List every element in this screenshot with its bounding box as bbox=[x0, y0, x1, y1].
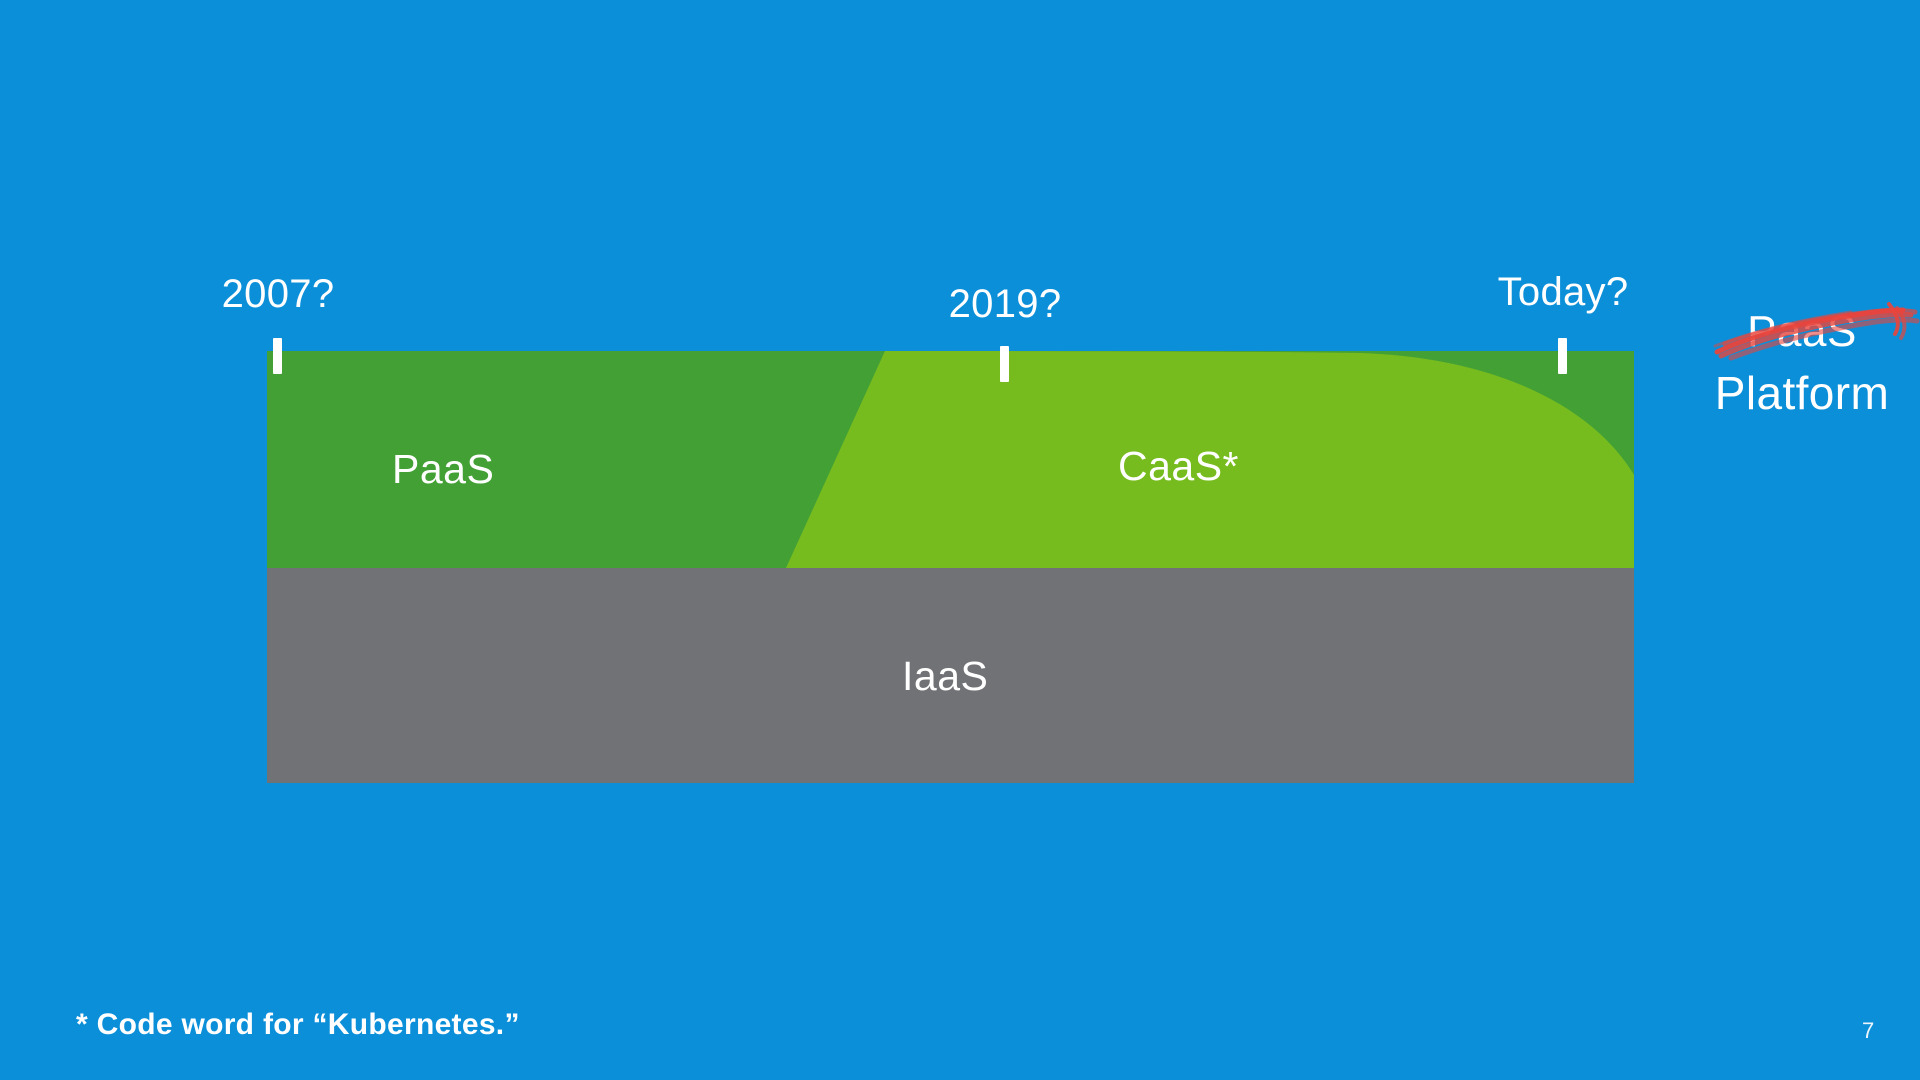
chart-band-caas bbox=[786, 351, 1634, 568]
struck-word-wrapper: PaaS bbox=[1713, 302, 1920, 361]
annotation-struck-word: PaaS bbox=[1747, 307, 1857, 356]
stacked-area-chart bbox=[267, 351, 1634, 783]
annotation-replacement-word: Platform bbox=[1714, 367, 1890, 419]
tick-mark-icon-2007 bbox=[273, 338, 282, 374]
chart-band-iaas bbox=[267, 568, 1634, 783]
timeline-label-today: Today? bbox=[1497, 270, 1629, 314]
tick-mark-icon-2019 bbox=[1000, 346, 1009, 382]
footnote-text: * Code word for “Kubernetes.” bbox=[76, 1008, 520, 1041]
chart-svg bbox=[267, 351, 1634, 783]
timeline-label-2007: 2007? bbox=[221, 272, 335, 316]
timeline-label-2019: 2019? bbox=[948, 282, 1062, 326]
annotation-group: PaaS Platform bbox=[1672, 302, 1920, 420]
tick-mark-icon-today bbox=[1558, 338, 1567, 374]
page-number: 7 bbox=[1862, 1018, 1875, 1043]
